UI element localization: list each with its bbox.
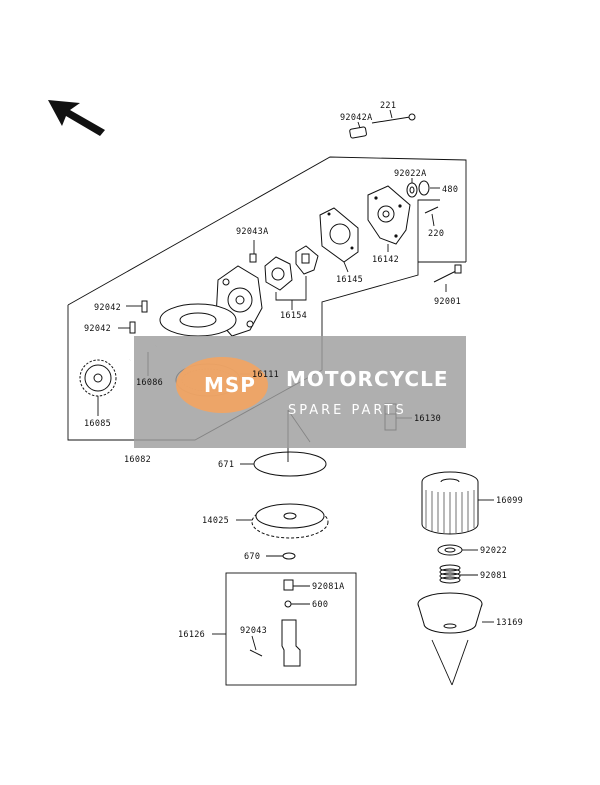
bolt-221	[371, 109, 416, 124]
sleeve-92042A	[349, 121, 367, 139]
label-92042-lower: 92042	[84, 324, 111, 334]
bolt-220	[424, 206, 439, 227]
strainer-14025	[236, 503, 329, 539]
label-92042-upper: 92042	[94, 303, 121, 313]
label-16126: 16126	[178, 630, 205, 640]
pump-body	[159, 265, 263, 337]
label-92042A: 92042A	[340, 113, 373, 123]
filter-cover-13169	[417, 592, 494, 686]
label-16085: 16085	[84, 419, 111, 429]
label-16130: 16130	[414, 414, 441, 424]
label-92022A: 92022A	[394, 169, 427, 179]
gear-16085	[79, 359, 117, 416]
watermark-brand-line2: SPARE PARTS	[288, 403, 407, 418]
label-671: 671	[218, 460, 234, 470]
label-221: 221	[380, 101, 396, 111]
washer-92022A	[406, 178, 418, 198]
label-480: 480	[442, 185, 458, 195]
label-92081: 92081	[480, 571, 507, 581]
label-92001: 92001	[434, 297, 461, 307]
label-670: 670	[244, 552, 260, 562]
label-16142: 16142	[372, 255, 399, 265]
label-92043: 92043	[240, 626, 267, 636]
relief-valve-box-16126	[212, 572, 357, 686]
label-16082: 16082	[124, 455, 151, 465]
gasket-16145	[319, 207, 359, 273]
spring-92081	[439, 564, 478, 584]
label-16099: 16099	[496, 496, 523, 506]
label-92043A: 92043A	[236, 227, 269, 237]
label-16111: 16111	[252, 370, 279, 380]
label-16154: 16154	[280, 311, 307, 321]
part-labels: 221 92042A 92022A 480 220 16142 92043A 1…	[84, 101, 523, 640]
bolt-92001	[433, 264, 462, 292]
arrow-up-left-icon	[48, 100, 105, 136]
dowel-pin-92042-upper	[126, 300, 148, 313]
rotor-set-16154	[264, 245, 319, 310]
washer-92022	[437, 544, 478, 556]
label-600: 600	[312, 600, 328, 610]
label-14025: 14025	[202, 516, 229, 526]
label-16145: 16145	[336, 275, 363, 285]
label-13169: 13169	[496, 618, 523, 628]
oring-670	[266, 552, 296, 560]
label-16086: 16086	[136, 378, 163, 388]
pump-cover-16142	[367, 185, 411, 252]
label-92022: 92022	[480, 546, 507, 556]
watermark-logo: MSP	[204, 373, 256, 397]
oring-480	[418, 180, 440, 196]
label-220: 220	[428, 229, 444, 239]
watermark-brand-line1: MOTORCYCLE	[286, 367, 448, 391]
watermark: MSP MOTORCYCLE SPARE PARTS	[134, 336, 466, 448]
pin-92043A	[249, 240, 257, 263]
label-92081A: 92081A	[312, 582, 345, 592]
dowel-pin-92042-lower	[118, 321, 136, 334]
oil-filter-16099	[421, 471, 494, 535]
